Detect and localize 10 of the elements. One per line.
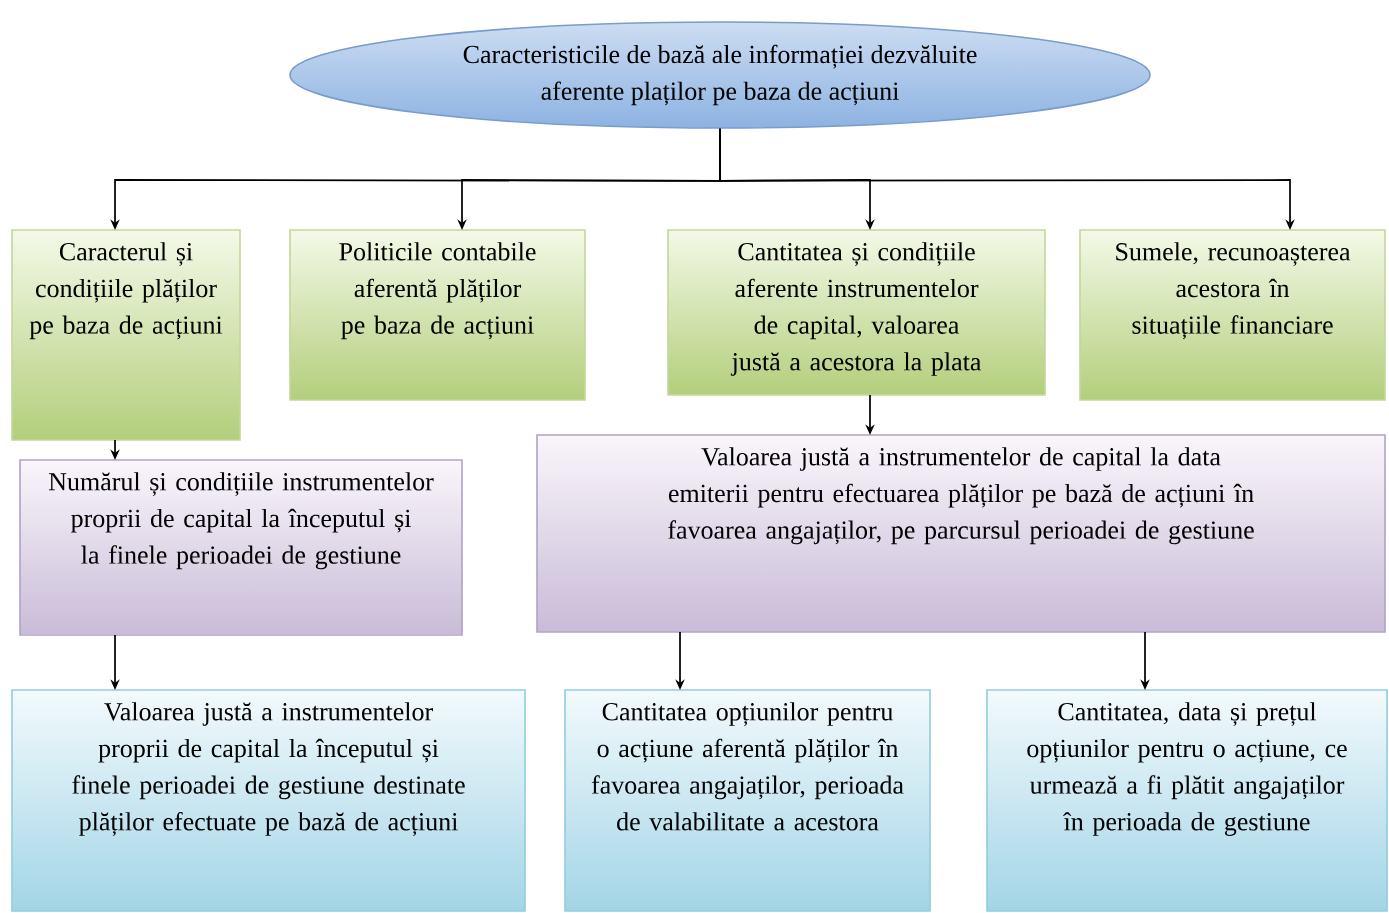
detail-box: Numărul și condițiile instrumentelor proprii de capital la începutul și la finele perioadei de gestiune xyxy=(19,459,463,636)
category-box: Caracterul și condițiile plăților pe baza de acțiuni xyxy=(11,229,241,441)
detail-box: Cantitatea opțiunilor pentru o acțiune aferentă plăților în favoarea angajaților, perioada de valabilitate a acestora xyxy=(564,689,931,912)
oval-node: Caracteristicile de bază ale informației dezvăluite aferente plaților pe baza de acțiuni xyxy=(289,21,1151,129)
detail-box: Cantitatea, data și prețul opțiunilor pentru o acțiune, ce urmează a fi plătit angajaților în perioada de gestiune xyxy=(986,689,1388,912)
category-box: Cantitatea și condițiile aferente instrumentelor de capital, valoarea justă a acestora la plata xyxy=(667,229,1046,396)
category-box: Sumele, recunoașterea acestora în situațiile financiare xyxy=(1079,229,1386,401)
detail-box: Valoarea justă a instrumentelor proprii de capital la începutul și finele perioadei de gestiune destinate plăților efectuate pe bază de acțiuni xyxy=(11,689,526,912)
category-box: Politicile contabile aferentă plăților pe baza de acțiuni xyxy=(289,229,586,401)
detail-box: Valoarea justă a instrumentelor de capital la data emiterii pentru efectuarea plăților pe bază de acțiuni în favoarea angajaților, pe parcursul perioadei de gestiune xyxy=(536,434,1386,633)
